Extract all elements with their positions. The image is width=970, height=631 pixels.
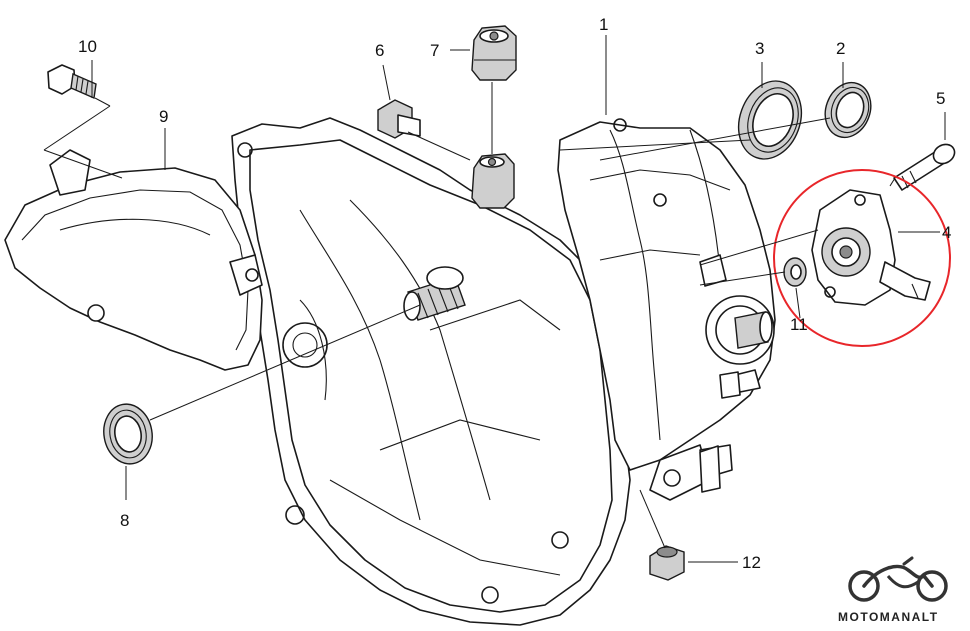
rubber-mount-7-installed xyxy=(471,153,515,209)
motorcycle-icon xyxy=(848,556,948,602)
part-label-9: 9 xyxy=(159,107,169,126)
stud xyxy=(699,445,721,493)
stud xyxy=(719,371,741,399)
rubber-mount-7 xyxy=(471,25,517,81)
part-label-8: 8 xyxy=(120,511,130,530)
leader-lines xyxy=(43,35,946,563)
bolt-5 xyxy=(893,143,956,191)
part-label-10: 10 xyxy=(78,37,97,56)
part-label-2: 2 xyxy=(836,39,846,58)
plug-12 xyxy=(649,545,685,581)
part-label-6: 6 xyxy=(375,41,385,60)
part-label-12: 12 xyxy=(742,553,761,572)
part-label-5: 5 xyxy=(936,89,946,108)
seal-8 xyxy=(103,403,153,465)
part-label-4: 4 xyxy=(942,223,952,242)
part-label-1: 1 xyxy=(599,15,609,34)
washer-11 xyxy=(783,257,807,287)
gearbox-housing xyxy=(231,117,631,626)
watermark-text: MOTOMANALT xyxy=(838,610,939,624)
bolt-10 xyxy=(47,64,97,100)
side-cover xyxy=(4,149,263,371)
sensor-bracket-4 xyxy=(811,189,931,306)
highlight-circle xyxy=(773,169,951,347)
part-label-7: 7 xyxy=(430,41,440,60)
part-label-3: 3 xyxy=(755,39,765,58)
seal-3 xyxy=(737,80,803,160)
plug-6 xyxy=(377,99,421,139)
part-label-11: 11 xyxy=(790,315,808,334)
seal-2 xyxy=(824,81,872,139)
